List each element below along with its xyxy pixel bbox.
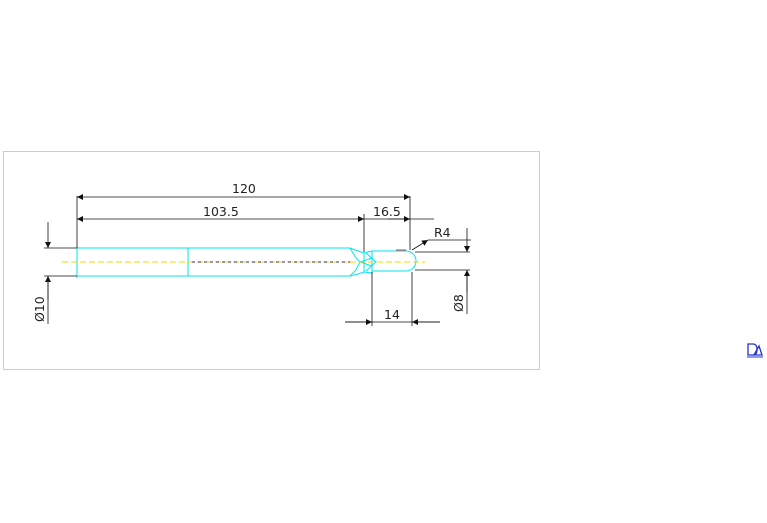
dim-label-d8: Ø8	[451, 294, 466, 312]
ball-head	[372, 250, 417, 272]
dim-label-r4: R4	[434, 225, 451, 240]
dim-label-16-5: 16.5	[373, 204, 401, 219]
dim-label-103-5: 103.5	[203, 204, 239, 219]
publisher-logo-icon[interactable]	[746, 342, 764, 358]
dim-label-14: 14	[384, 307, 400, 322]
dim-label-d10: Ø10	[32, 296, 47, 322]
dimension-lines	[44, 194, 471, 326]
dim-label-120: 120	[232, 181, 256, 196]
drawing-frame	[3, 151, 540, 370]
